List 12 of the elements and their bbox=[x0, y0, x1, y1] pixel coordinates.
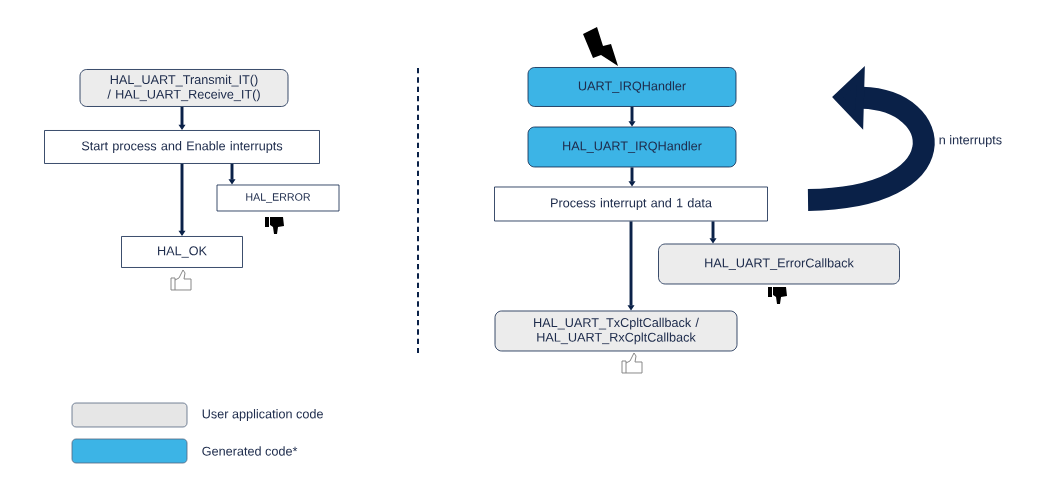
user-code-box: HAL_UART_Transmit_IT() / HAL_UART_Receive_IT() bbox=[79, 69, 289, 107]
loop-label: n interrupts bbox=[939, 135, 1002, 147]
user-code-box: HAL_UART_TxCpltCallback / HAL_UART_RxCpltCallback bbox=[494, 310, 738, 352]
process-box: HAL_OK bbox=[121, 236, 243, 268]
legend-label: Generated code* bbox=[202, 446, 298, 456]
result-box: HAL_ERROR bbox=[216, 184, 340, 212]
generated-code-box: UART_IRQHandler bbox=[527, 67, 737, 107]
legend-label: User application code bbox=[202, 409, 323, 421]
process-box: Process interrupt and 1 data bbox=[494, 186, 768, 222]
generated-code-box: HAL_UART_IRQHandler bbox=[527, 126, 737, 168]
user-code-box: HAL_UART_ErrorCallback bbox=[658, 243, 900, 285]
process-box: Start process and Enable interrupts bbox=[44, 130, 320, 164]
